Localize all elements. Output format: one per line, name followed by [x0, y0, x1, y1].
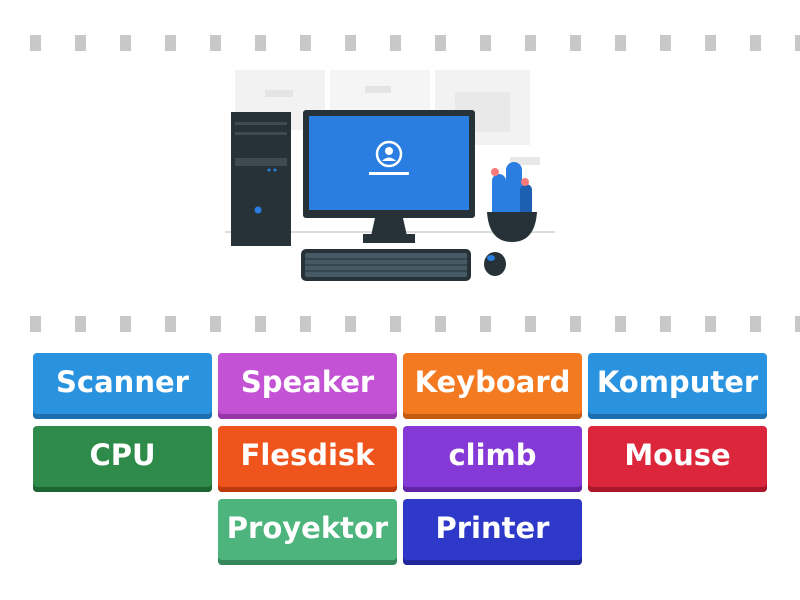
divider-dash [390, 316, 401, 332]
divider-dash [750, 35, 761, 51]
divider-dash [255, 316, 266, 332]
divider-dash [705, 316, 716, 332]
tile-proyektor[interactable]: Proyektor [218, 499, 397, 565]
divider-dash [210, 316, 221, 332]
tile-label: CPU [89, 438, 156, 472]
divider-dash [255, 35, 266, 51]
computer-illustration [225, 70, 555, 281]
tile-speaker[interactable]: Speaker [218, 353, 397, 419]
divider-dash [75, 35, 86, 51]
divider-dash [660, 35, 671, 51]
divider-dash [165, 35, 176, 51]
divider-dash [345, 35, 356, 51]
tile-label: Flesdisk [240, 438, 375, 472]
divider-dash [795, 316, 800, 332]
tile-label: Speaker [240, 365, 375, 399]
cpu-tower-icon [231, 112, 291, 246]
divider-dash [480, 316, 491, 332]
divider-dash [480, 35, 491, 51]
divider-dash [570, 316, 581, 332]
divider-dash [435, 35, 446, 51]
tile-komputer[interactable]: Komputer [588, 353, 767, 419]
tile-scanner[interactable]: Scanner [33, 353, 212, 419]
divider-dash [525, 316, 536, 332]
divider-dash [660, 316, 671, 332]
tile-mouse[interactable]: Mouse [588, 426, 767, 492]
tile-label: Keyboard [414, 365, 571, 399]
divider-dash [525, 35, 536, 51]
tile-label: Mouse [624, 438, 731, 472]
tile-label: Printer [435, 511, 550, 545]
divider-top [0, 35, 800, 51]
tile-flesdisk[interactable]: Flesdisk [218, 426, 397, 492]
divider-dash [210, 35, 221, 51]
tile-cpu[interactable]: CPU [33, 426, 212, 492]
divider-dash [300, 35, 311, 51]
divider-bottom [0, 316, 800, 332]
divider-dash [435, 316, 446, 332]
tile-printer[interactable]: Printer [403, 499, 582, 565]
divider-dash [795, 35, 800, 51]
tile-label: Komputer [596, 365, 759, 399]
divider-dash [750, 316, 761, 332]
monitor-icon [303, 110, 475, 243]
divider-dash [570, 35, 581, 51]
divider-dash [165, 316, 176, 332]
tile-climb[interactable]: climb [403, 426, 582, 492]
mouse-icon [484, 252, 506, 276]
tile-label: climb [448, 438, 537, 472]
divider-dash [705, 35, 716, 51]
divider-dash [75, 316, 86, 332]
divider-dash [390, 35, 401, 51]
tile-keyboard[interactable]: Keyboard [403, 353, 582, 419]
divider-dash [300, 316, 311, 332]
plant-icon [487, 162, 537, 242]
divider-dash [120, 316, 131, 332]
tile-label: Scanner [56, 365, 189, 399]
divider-dash [615, 35, 626, 51]
tile-label: Proyektor [226, 511, 389, 545]
divider-dash [120, 35, 131, 51]
divider-dash [30, 35, 41, 51]
divider-dash [345, 316, 356, 332]
divider-dash [30, 316, 41, 332]
divider-dash [615, 316, 626, 332]
keyboard-icon [301, 249, 471, 281]
